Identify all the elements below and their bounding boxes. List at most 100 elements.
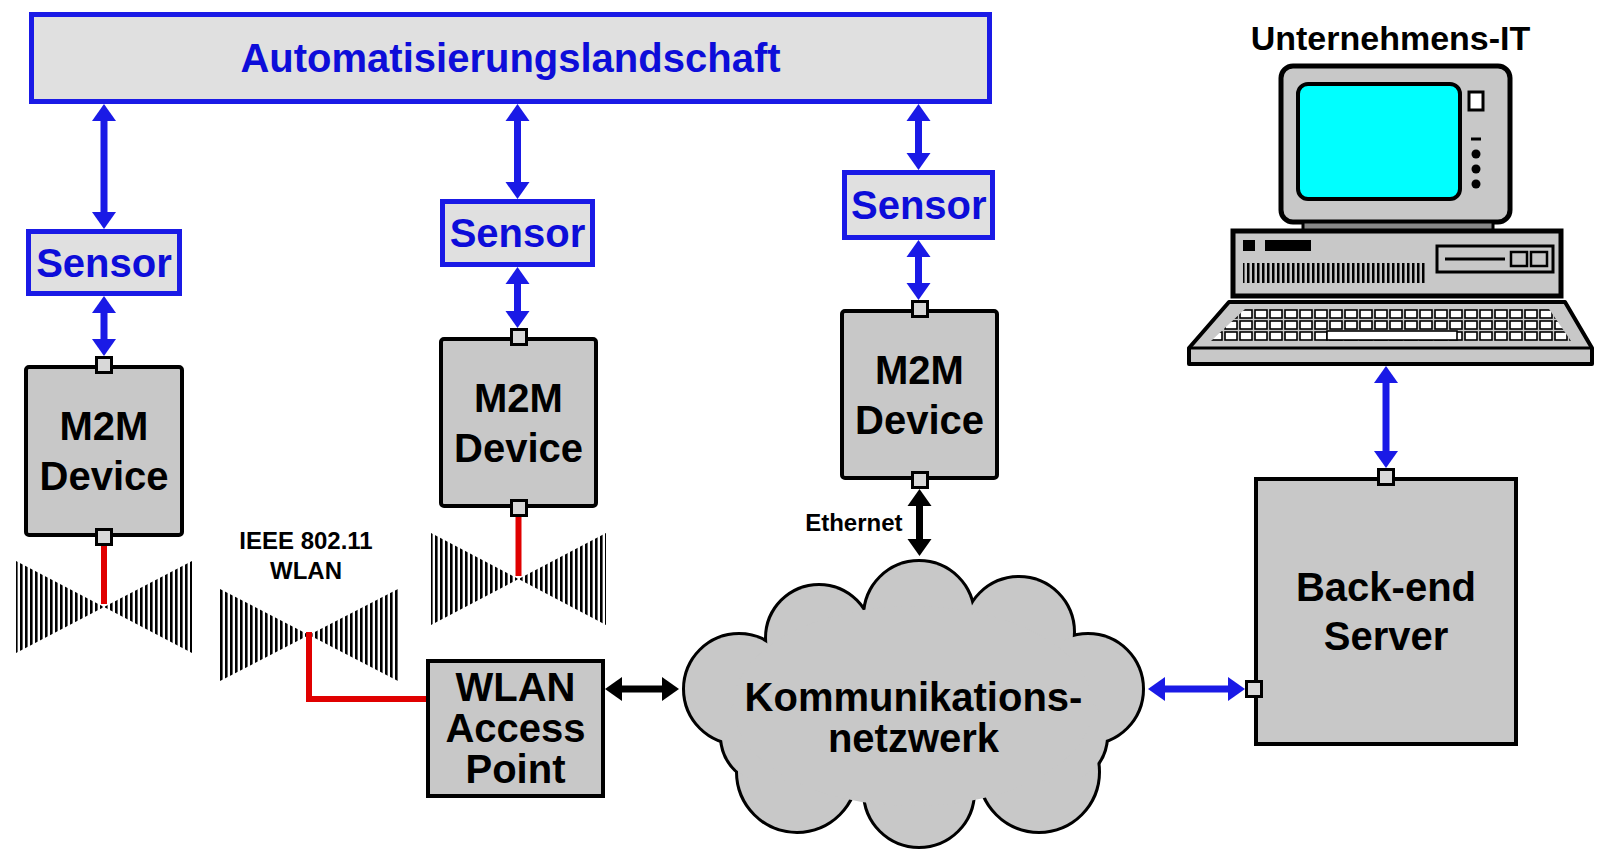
edge-label: Ethernet <box>802 509 905 537</box>
disk-drive <box>1437 246 1553 272</box>
system-unit <box>1233 231 1561 296</box>
arrow-shaft <box>514 118 521 185</box>
keyboard-edge <box>1191 347 1590 350</box>
arrow-head <box>907 240 931 257</box>
arrow-head <box>92 339 116 356</box>
node-text: Sensor <box>450 211 586 255</box>
m2m-device: M2M Device <box>840 309 999 480</box>
monitor-switch <box>1469 92 1483 110</box>
arrow-head <box>907 283 931 300</box>
arrow-head <box>1374 366 1398 383</box>
radio-wire <box>101 546 107 604</box>
arrow-shaft <box>1162 686 1231 693</box>
radio-standard-label: IEEE 802.11 WLAN <box>226 526 386 586</box>
arrow-head <box>907 104 931 121</box>
arrow-head <box>506 104 530 121</box>
double-arrow <box>1374 366 1398 468</box>
arrow-head <box>92 296 116 313</box>
arrow-head <box>1228 677 1245 701</box>
sensor-box: Sensor <box>26 229 182 296</box>
port-square <box>510 499 528 517</box>
sensor-box: Sensor <box>842 170 995 240</box>
arrow-head <box>506 311 530 328</box>
unit-slot <box>1265 240 1311 251</box>
arrow-shaft <box>916 503 923 542</box>
unit-led <box>1243 240 1255 251</box>
arrow-head <box>506 267 530 284</box>
computer-node: Unternehmens-IT <box>1187 14 1594 366</box>
drive-slot <box>1445 258 1505 261</box>
port-square <box>1377 468 1395 486</box>
m2m-device: M2M Device <box>24 365 184 537</box>
arrow-shaft <box>101 118 108 215</box>
arrow-shaft <box>1383 380 1390 454</box>
node-text: M2M Device <box>852 345 987 445</box>
port-square <box>95 356 113 374</box>
double-arrow <box>92 104 116 229</box>
arrow-head <box>1148 677 1165 701</box>
space-bar <box>1327 331 1457 340</box>
double-arrow <box>907 104 931 170</box>
port-square <box>911 471 929 489</box>
node-text: M2M Device <box>36 401 172 501</box>
monitor <box>1281 66 1510 222</box>
cloud-stroke <box>685 562 1142 846</box>
node-text: Kommunikations- netzwerk <box>719 677 1109 759</box>
arrow-head <box>605 677 622 701</box>
screen <box>1298 84 1460 199</box>
double-arrow <box>907 240 931 300</box>
arrow-head <box>908 489 932 506</box>
keyboard-keys <box>1211 309 1571 341</box>
keyboard <box>1189 302 1592 364</box>
drive-button <box>1511 252 1527 266</box>
m2m-device: M2M Device <box>439 337 598 508</box>
antenna-half <box>104 561 192 653</box>
drive-button <box>1531 252 1547 266</box>
node-text: WLAN Access Point <box>440 667 591 789</box>
port-square <box>911 300 929 318</box>
cloud-fill <box>685 562 1142 846</box>
access-point-box: WLAN Access Point <box>426 659 605 798</box>
double-arrow <box>506 267 530 328</box>
server-box: Back-end Server <box>1254 477 1518 746</box>
antenna-half <box>309 589 398 681</box>
double-arrow <box>908 489 932 556</box>
antenna-half <box>431 533 519 625</box>
arrow-shaft <box>101 310 108 342</box>
arrow-head <box>662 677 679 701</box>
knob <box>1472 165 1481 174</box>
antenna-half <box>220 589 309 681</box>
heading-text: Unternehmens-IT <box>1187 14 1594 62</box>
network-cloud: Kommunikations- netzwerk <box>679 556 1148 852</box>
node-text: Back-end Server <box>1268 563 1504 661</box>
knob <box>1472 180 1481 189</box>
antenna-access-point <box>220 589 431 699</box>
computer-illustration <box>1189 66 1592 364</box>
antenna-device-2 <box>431 517 606 625</box>
arrow-head <box>506 182 530 199</box>
antenna-half <box>16 561 104 653</box>
arrow-head <box>1374 451 1398 468</box>
radio-wire <box>516 517 522 576</box>
arrow-shaft <box>619 686 665 693</box>
node-text: Sensor <box>36 241 172 285</box>
arrow-shaft <box>915 254 922 286</box>
arrow-head <box>908 539 932 556</box>
double-arrow <box>1148 677 1245 701</box>
monitor-mark <box>1471 138 1481 141</box>
port-square <box>95 528 113 546</box>
double-arrow <box>506 104 530 199</box>
port-square <box>1245 680 1263 698</box>
sensor-box: Sensor <box>440 199 595 267</box>
unit-vents <box>1243 263 1425 283</box>
arrow-head <box>92 104 116 121</box>
arrow-shaft <box>514 281 521 314</box>
double-arrow <box>92 296 116 356</box>
antenna-half <box>519 533 607 625</box>
radio-wire <box>309 632 431 699</box>
automation-band: Automatisierungslandschaft <box>29 12 992 104</box>
arrow-head <box>92 212 116 229</box>
arrow-shaft <box>915 118 922 156</box>
double-arrow <box>605 677 679 701</box>
node-text: M2M Device <box>451 373 586 473</box>
